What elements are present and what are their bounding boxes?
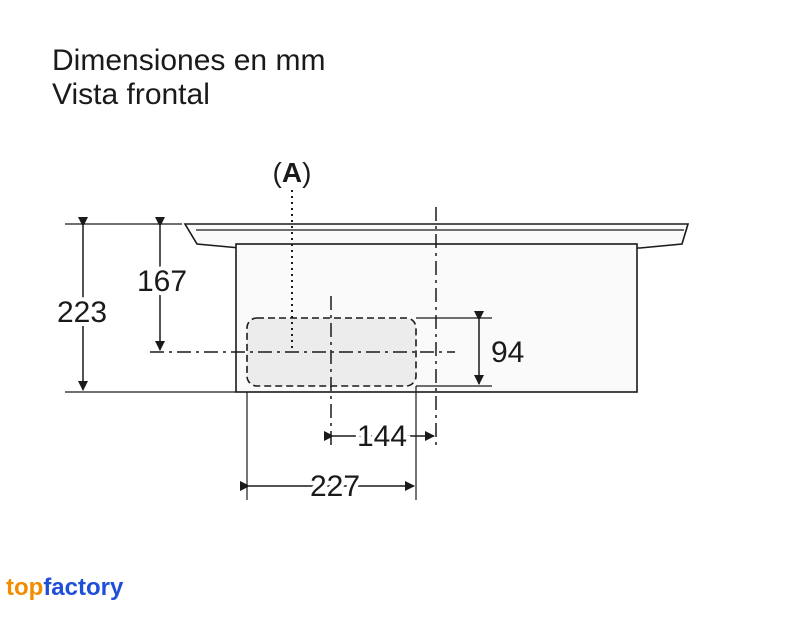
title-line-2: Vista frontal	[52, 78, 210, 111]
label-a: (A)	[273, 157, 312, 188]
dimension-227-text: 227	[310, 470, 360, 503]
title-line-1: Dimensiones en mm	[52, 44, 326, 77]
dimension-94: 94	[474, 311, 524, 385]
logo-part-top: top	[6, 574, 44, 601]
center-lines	[150, 207, 455, 450]
dimension-223-text: 223	[57, 296, 107, 329]
dimension-167: 167	[133, 217, 191, 351]
dimension-144-text: 144	[357, 420, 407, 453]
dimension-94-text: 94	[491, 336, 524, 369]
dimension-223: 223	[53, 217, 111, 391]
dimension-227: 227	[240, 466, 415, 507]
dimension-167-text: 167	[137, 265, 187, 298]
topfactory-logo: topfactory	[6, 574, 123, 602]
logo-part-factory: factory	[43, 574, 124, 601]
diagram-title: Dimensiones en mm Vista frontal	[52, 44, 325, 112]
dimension-144: 144	[324, 416, 435, 457]
